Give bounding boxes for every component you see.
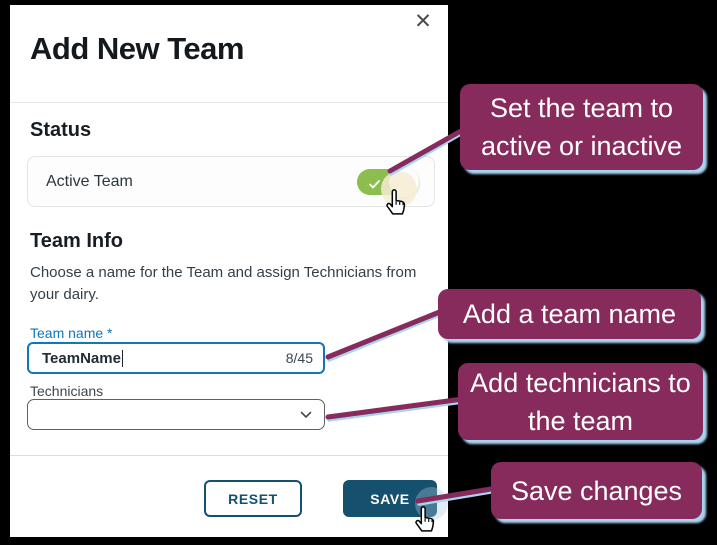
callout-add-technicians: Add technicians to the team — [458, 363, 703, 440]
team-info-heading: Team Info — [30, 230, 123, 252]
active-team-row: Active Team — [27, 156, 435, 207]
technicians-label: Technicians — [30, 383, 104, 399]
callout-add-team-name: Add a team name — [438, 289, 701, 339]
callout-set-team-active: Set the team to active or inactive — [460, 84, 703, 170]
team-name-label: Team name * — [30, 325, 113, 341]
callout-text: Add technicians to the team — [470, 367, 691, 436]
add-new-team-dialog: ✕ Add New Team Status Active Team Team I… — [10, 5, 448, 537]
text-caret — [121, 349, 124, 367]
footer-divider — [10, 455, 448, 456]
callout-text: Set the team to active or inactive — [480, 93, 683, 161]
callout-text: Save changes — [510, 475, 683, 506]
team-name-value: TeamName — [42, 349, 121, 367]
check-icon — [369, 176, 380, 194]
title-divider — [10, 102, 448, 103]
chevron-down-icon — [300, 406, 312, 424]
callout-text: Add a team name — [462, 299, 677, 329]
technicians-select[interactable] — [27, 399, 325, 430]
team-name-input[interactable]: TeamName 8/45 — [27, 342, 325, 374]
dialog-title: Add New Team — [30, 31, 244, 66]
reset-button[interactable]: RESET — [204, 480, 302, 517]
callout-save-changes: Save changes — [491, 462, 702, 519]
team-info-description: Choose a name for the Team and assign Te… — [30, 264, 417, 303]
active-team-toggle[interactable] — [357, 166, 419, 197]
toggle-knob[interactable] — [389, 166, 419, 197]
char-counter: 8/45 — [285, 350, 313, 366]
close-icon[interactable]: ✕ — [410, 9, 436, 35]
active-team-label: Active Team — [46, 172, 133, 190]
status-heading: Status — [30, 119, 92, 141]
save-button[interactable]: SAVE — [343, 480, 437, 517]
